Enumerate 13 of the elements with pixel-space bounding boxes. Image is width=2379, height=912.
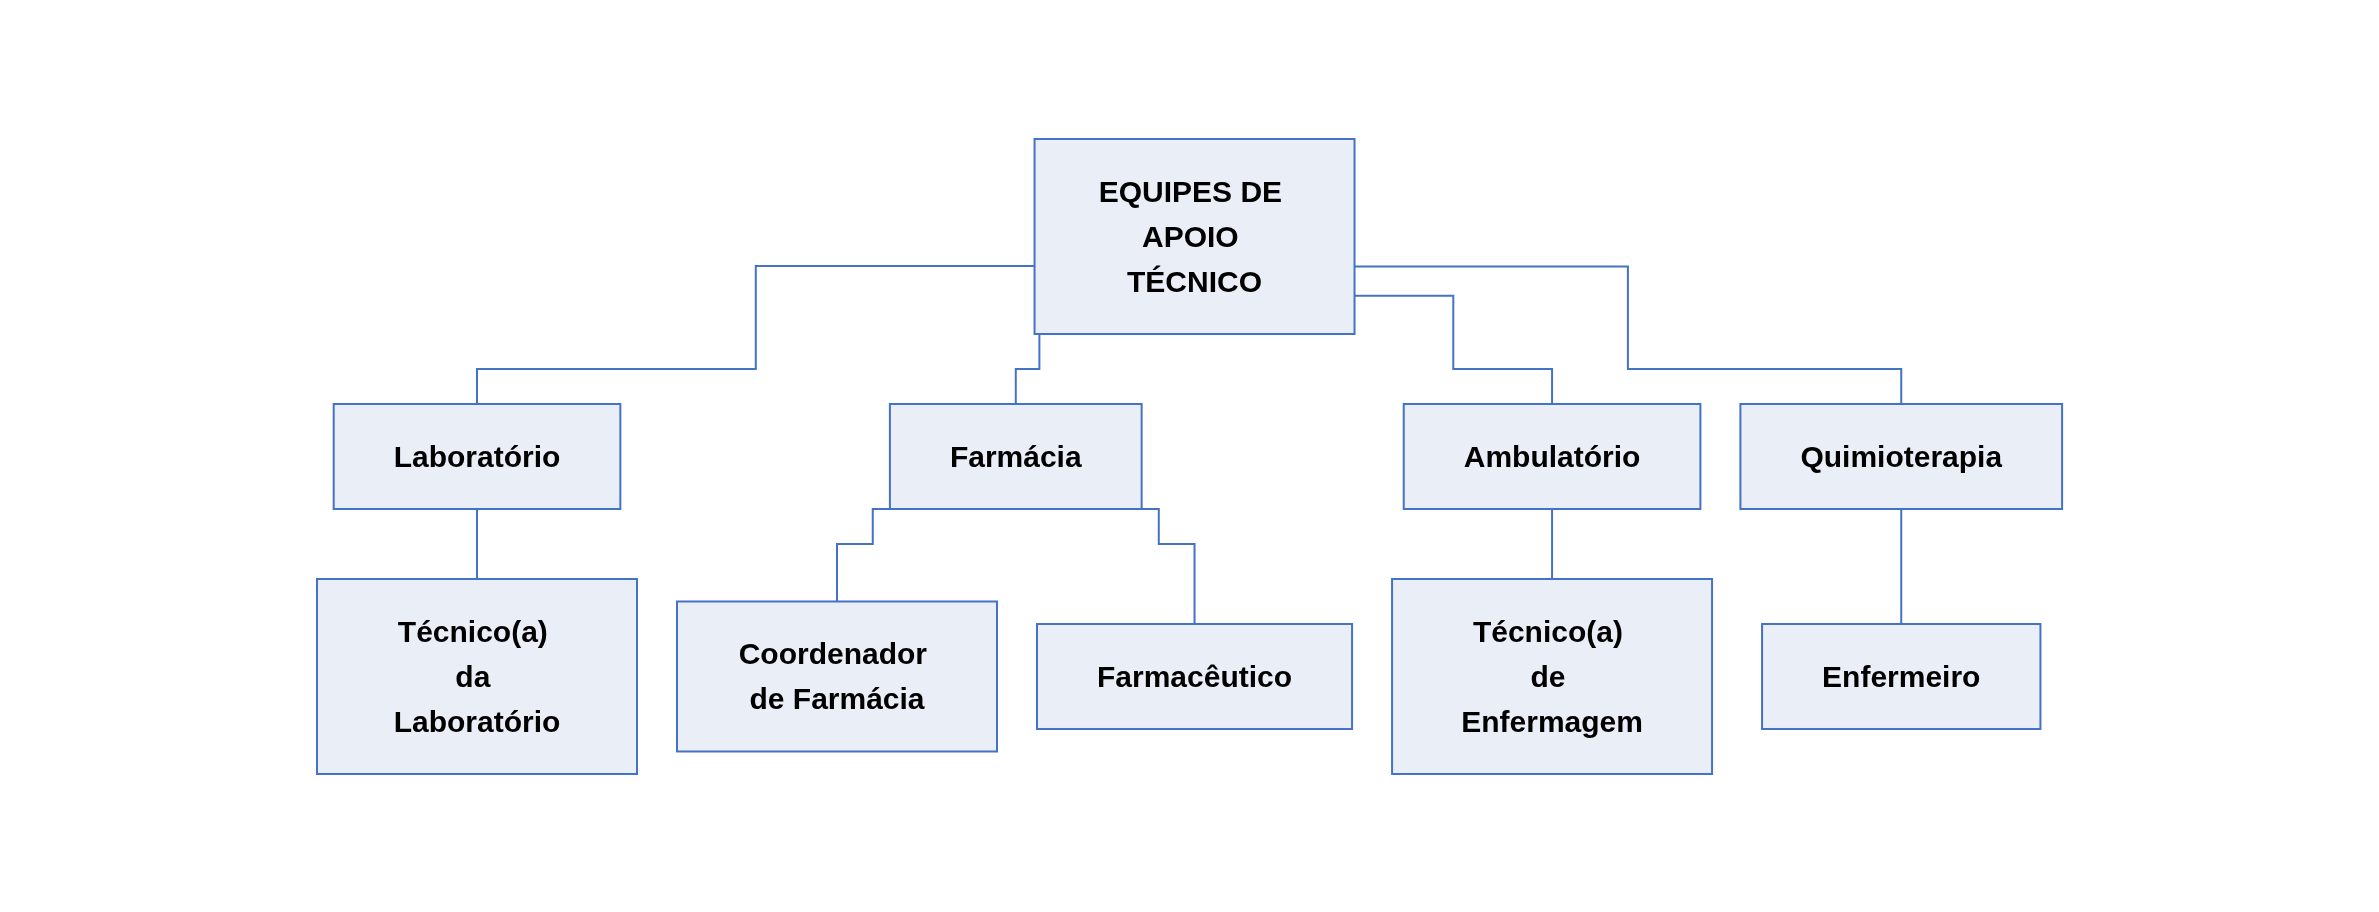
node-box: Técnico(a) da Laboratório xyxy=(315,577,638,775)
node-box: Coordenador de Farmácia xyxy=(675,600,998,752)
node-box: Técnico(a) de Enfermagem xyxy=(1391,577,1713,775)
node-box: Farmacêutico xyxy=(1035,622,1353,730)
node-box: Quimioterapia xyxy=(1739,402,2064,510)
node-box: Ambulatório xyxy=(1402,402,1702,510)
node-box: Farmácia xyxy=(888,402,1143,510)
connector xyxy=(475,507,478,580)
connector xyxy=(1551,507,1553,580)
node-box: Laboratório xyxy=(332,402,622,510)
node-box: EQUIPES DE APOIO TÉCNICO xyxy=(1033,137,1356,335)
node-box: Enfermeiro xyxy=(1761,622,2042,730)
connector xyxy=(1900,507,1903,625)
